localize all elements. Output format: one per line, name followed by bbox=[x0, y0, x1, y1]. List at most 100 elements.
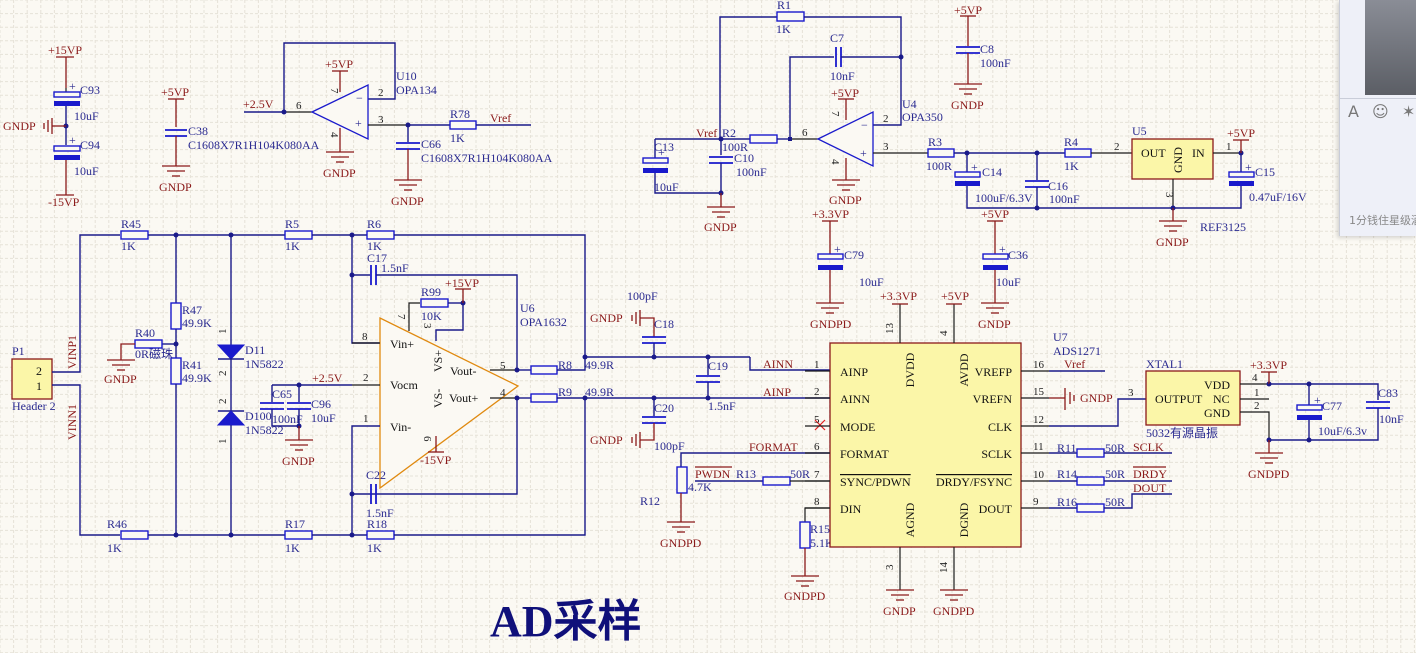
u10-opamp[interactable] bbox=[310, 83, 369, 141]
c36-ref: C36 bbox=[1008, 248, 1028, 262]
pin-label: 1 bbox=[217, 439, 229, 445]
r9-symbol[interactable] bbox=[530, 393, 558, 403]
u4-opamp[interactable] bbox=[816, 110, 874, 168]
r15-value: 5.1K bbox=[810, 536, 834, 550]
r12-symbol[interactable] bbox=[676, 466, 688, 494]
gndp-label: GNDP bbox=[159, 180, 192, 194]
c94-symbol[interactable] bbox=[53, 145, 81, 152]
c7-ref: C7 bbox=[830, 31, 844, 45]
r18-value: 1K bbox=[367, 541, 382, 555]
r1-symbol[interactable] bbox=[776, 11, 805, 22]
r46-symbol[interactable] bbox=[120, 530, 149, 540]
wire bbox=[749, 357, 830, 371]
net-label-ainn: AINN bbox=[763, 357, 793, 371]
wire bbox=[1240, 411, 1270, 440]
c83-value: 10nF bbox=[1379, 412, 1404, 426]
c13-value: 10uF bbox=[654, 180, 679, 194]
u5-ref: U5 bbox=[1132, 124, 1147, 138]
c79-symbol[interactable] bbox=[817, 253, 844, 260]
net-label-dout: DOUT bbox=[1133, 481, 1167, 495]
pin-label: 3 bbox=[1163, 192, 1175, 198]
xtal1-ic[interactable] bbox=[1145, 370, 1241, 426]
r6-symbol[interactable] bbox=[366, 230, 395, 240]
p1-ref: P1 bbox=[12, 344, 25, 358]
gndp-label: GNDP bbox=[978, 317, 1011, 331]
r2-symbol[interactable] bbox=[749, 134, 778, 144]
wire bbox=[804, 16, 902, 126]
r78-symbol[interactable] bbox=[449, 120, 477, 130]
u6-opamp[interactable] bbox=[379, 316, 520, 490]
r8-symbol[interactable] bbox=[530, 365, 558, 375]
pin-label: OUT bbox=[1141, 146, 1166, 160]
u7-pin-vrefn: VREFN bbox=[973, 392, 1013, 406]
d11-diode[interactable] bbox=[216, 344, 246, 360]
c77-symbol[interactable] bbox=[1296, 404, 1323, 411]
capacitor-plate bbox=[1297, 415, 1322, 420]
ad-text-link[interactable]: 1分钱住星级酒店 bbox=[1349, 214, 1416, 227]
c93-symbol[interactable] bbox=[53, 91, 81, 98]
r13-symbol[interactable] bbox=[762, 476, 791, 486]
c36-symbol[interactable] bbox=[982, 253, 1009, 260]
junction-dot bbox=[582, 395, 588, 401]
r18-symbol[interactable] bbox=[366, 530, 395, 540]
gndpd-label: GNDPD bbox=[810, 317, 852, 331]
r18-ref: R18 bbox=[367, 517, 387, 531]
r14-symbol[interactable] bbox=[1076, 476, 1105, 486]
r15-ref: R15 bbox=[810, 522, 830, 536]
d100-ref: D100 bbox=[245, 409, 272, 423]
magic-icon[interactable]: ✶ bbox=[1401, 102, 1416, 121]
c15-symbol[interactable] bbox=[1228, 171, 1255, 178]
pin-label: + bbox=[658, 145, 665, 159]
r15-symbol[interactable] bbox=[799, 521, 811, 549]
net-label: +3.3VP bbox=[812, 207, 849, 221]
r16-symbol[interactable] bbox=[1076, 503, 1105, 513]
u7-pin-num: 16 bbox=[1033, 359, 1045, 371]
net-label-pwdn: PWDN bbox=[695, 467, 731, 481]
chat-image-preview[interactable] bbox=[1365, 0, 1416, 95]
power-wire bbox=[120, 343, 135, 360]
c66-value: C1608X7R1H104K080AA bbox=[421, 151, 553, 165]
p1-header[interactable] bbox=[11, 358, 53, 400]
wire bbox=[435, 303, 464, 341]
u7-pin-num: 12 bbox=[1033, 414, 1044, 426]
pin-label: 2 bbox=[217, 399, 229, 405]
u7-ic[interactable] bbox=[829, 342, 1022, 548]
r46-value: 1K bbox=[107, 541, 122, 555]
r5-symbol[interactable] bbox=[284, 230, 313, 240]
pin-label: 3 bbox=[421, 323, 433, 329]
c8-value: 100nF bbox=[980, 56, 1011, 70]
capacitor-plate bbox=[1229, 181, 1254, 186]
r11-symbol[interactable] bbox=[1076, 448, 1105, 458]
group bbox=[814, 419, 826, 431]
emoji-icon[interactable]: ☺ bbox=[1372, 102, 1389, 121]
r4-symbol[interactable] bbox=[1064, 148, 1092, 158]
pin-label: 4 bbox=[938, 330, 950, 336]
u6-diff-amp: C17 1.5nF Vin+ Vocm Vin- VS+ VS- Vout- V… bbox=[349, 232, 830, 535]
r3-symbol[interactable] bbox=[927, 148, 955, 158]
c13-symbol[interactable] bbox=[642, 157, 669, 164]
r47-symbol[interactable] bbox=[170, 302, 182, 330]
r9-ref: R9 bbox=[558, 385, 572, 399]
r41-symbol[interactable] bbox=[170, 357, 182, 385]
c14-ref: C14 bbox=[982, 165, 1002, 179]
r45-symbol[interactable] bbox=[120, 230, 149, 240]
d100-diode[interactable] bbox=[216, 410, 246, 426]
font-icon[interactable]: A bbox=[1348, 102, 1359, 121]
gndpd-label: GNDPD bbox=[660, 536, 702, 550]
gndp-label: GNDP bbox=[883, 604, 916, 618]
c14-symbol[interactable] bbox=[954, 171, 981, 178]
anti-alias-filter: 100pF GNDP C18 C19 1.5nF C20 GNDP 100pF … bbox=[590, 289, 834, 603]
r41-value: 49.9K bbox=[182, 371, 212, 385]
r99-symbol[interactable] bbox=[420, 298, 449, 308]
r8-value: 49.9R bbox=[585, 358, 614, 372]
u7-pin-mode: MODE bbox=[840, 420, 875, 434]
net-label: -15VP bbox=[420, 453, 452, 467]
r17-symbol[interactable] bbox=[284, 530, 313, 540]
r45-ref: R45 bbox=[121, 217, 141, 231]
pin-label: OUTPUT bbox=[1155, 392, 1203, 406]
r78-value: 1K bbox=[450, 131, 465, 145]
r45-value: 1K bbox=[121, 239, 136, 253]
c19-ref: C19 bbox=[708, 359, 728, 373]
